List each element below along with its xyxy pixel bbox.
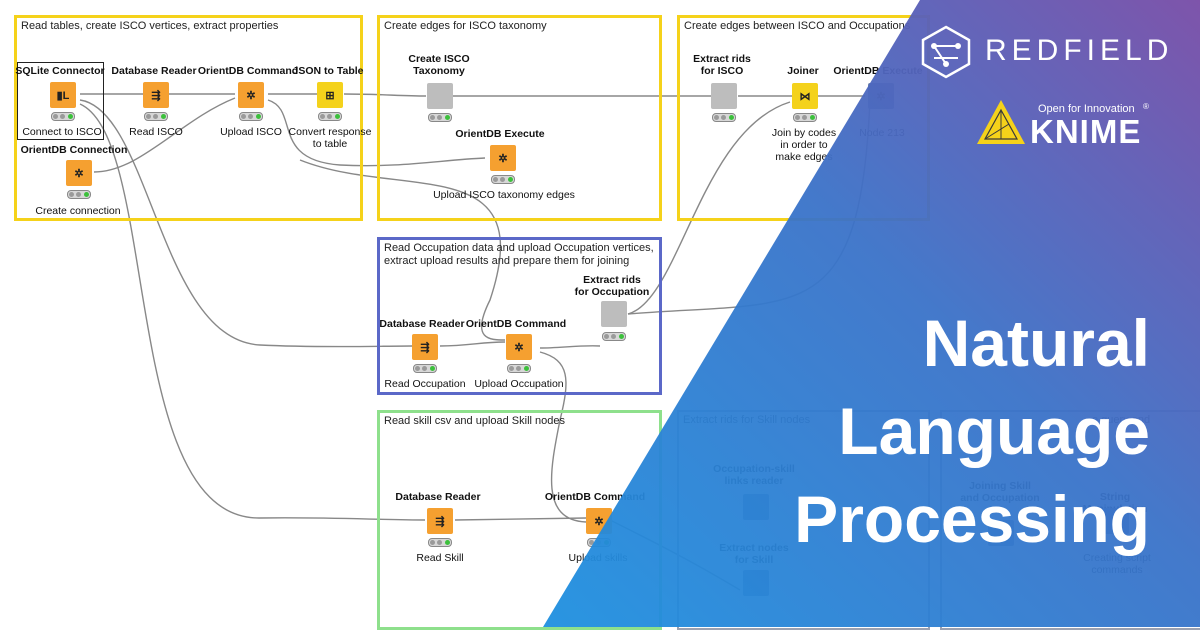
annotation-title: Read tables, create ISCO vertices, extra… [21,20,279,32]
database-icon: ▮L [56,89,70,102]
sqlite-connector-node[interactable]: ▮L [50,82,76,108]
registered-mark: ® [1143,102,1149,111]
extract-rids-isco-node[interactable] [711,83,737,109]
annotation-title: Create edges between ISCO and Occupation… [684,20,911,32]
node-status [491,175,515,184]
node-status [712,113,736,122]
headline-line-1: Natural [922,306,1150,380]
node-title: OrientDB Execute [455,128,545,140]
node-title: OrientDB Command [544,491,646,503]
node-title: Database Reader [111,65,197,77]
headline-line-3: Processing [794,482,1150,556]
orientdb-execute-213-node[interactable]: ✲ [868,83,894,109]
node-label[interactable]: Node 213 [859,127,905,139]
node-status [428,113,452,122]
orientdb-connection-node[interactable]: ✲ [66,160,92,186]
node-title: OrientDB Command [465,318,567,330]
node-status [144,112,168,121]
node-title: Database Reader [395,491,481,503]
node-title: Extract rids for ISCO [693,53,751,77]
selection-box [17,62,104,140]
node-title: Extract nodes for Skill [719,542,789,566]
extract-rids-occupation-node[interactable] [601,301,627,327]
redfield-logo-icon [921,25,971,79]
database-reader-isco-node[interactable]: ⇶ [143,82,169,108]
orientdb-icon: ✲ [594,515,604,528]
orientdb-icon: ✲ [74,167,84,180]
json-table-icon: ⊞ [325,89,335,102]
db-reader-icon: ⇶ [435,515,445,528]
node-title: Database Reader [379,318,465,330]
node-title: SQLite Connector [15,65,105,77]
node-label[interactable]: Read Occupation [384,378,466,390]
database-reader-occupation-node[interactable]: ⇶ [412,334,438,360]
node-label[interactable]: Convert response to table [288,126,372,150]
orientdb-icon: ✲ [514,341,524,354]
annotation-title: Extract rids for Skill nodes [683,414,811,426]
knime-logo-icon [977,100,1025,144]
node-title: Joiner [787,65,819,77]
node-status [587,538,611,547]
knime-tagline: Open for Innovation [1038,103,1135,115]
db-reader-icon: ⇶ [151,89,161,102]
node-label[interactable]: Create connection [35,205,121,217]
extract-nodes-skill-node[interactable] [743,570,769,596]
node-label[interactable]: Upload Occupation [474,378,564,390]
create-isco-taxonomy-node[interactable] [427,83,453,109]
orientdb-command-isco-node[interactable]: ✲ [238,82,264,108]
node-status [602,332,626,341]
annotation-skill: Read skill csv and upload Skill nodes [377,410,662,630]
node-status [793,113,817,122]
node-status [51,112,75,121]
json-to-table-node[interactable]: ⊞ [317,82,343,108]
node-status [318,112,342,121]
joiner-icon: ⋈ [799,90,811,103]
node-label[interactable]: Upload ISCO [220,126,282,138]
node-title: OrientDB Command [197,65,299,77]
node-label[interactable]: Read ISCO [129,126,183,138]
knime-wordmark: KNIME [1030,113,1142,150]
node-title: Occupation-skill links reader [713,463,795,487]
redfield-wordmark: REDFIELD [985,34,1174,67]
headline-line-2: Language [838,394,1150,468]
node-label[interactable]: Read Skill [416,552,464,564]
node-title: OrientDB Execute [833,65,923,77]
node-title: OrientDB Connection [20,144,128,156]
node-title: JSON to Table [292,65,364,77]
node-label[interactable]: Upload skills [568,552,628,564]
orientdb-icon: ✲ [876,90,886,103]
node-status [507,364,531,373]
db-reader-icon: ⇶ [420,341,430,354]
node-status [67,190,91,199]
database-reader-skill-node[interactable]: ⇶ [427,508,453,534]
orientdb-execute-taxonomy-node[interactable]: ✲ [490,145,516,171]
orientdb-command-skill-node[interactable]: ✲ [586,508,612,534]
node-status [428,538,452,547]
node-status [413,364,437,373]
occupation-skill-reader-node[interactable] [743,494,769,520]
annotation-isco-vertices: Read tables, create ISCO vertices, extra… [14,15,363,221]
node-title: Create ISCO Taxonomy [408,53,470,77]
annotation-title: Read skill csv and upload Skill nodes [384,415,565,427]
joiner-node[interactable]: ⋈ [792,83,818,109]
annotation-title: Create edges for ISCO taxonomy [384,20,547,32]
orientdb-command-occupation-node[interactable]: ✲ [506,334,532,360]
node-label[interactable]: Upload ISCO taxonomy edges [433,189,575,201]
orientdb-icon: ✲ [498,152,508,165]
annotation-title: Read Occupation data and upload Occupati… [384,242,654,267]
node-label[interactable]: Join by codes in order to make edges [771,127,837,163]
node-status [239,112,263,121]
orientdb-icon: ✲ [246,89,256,102]
node-title: Extract rids for Occupation [574,274,650,298]
node-label[interactable]: Connect to ISCO [22,126,102,138]
